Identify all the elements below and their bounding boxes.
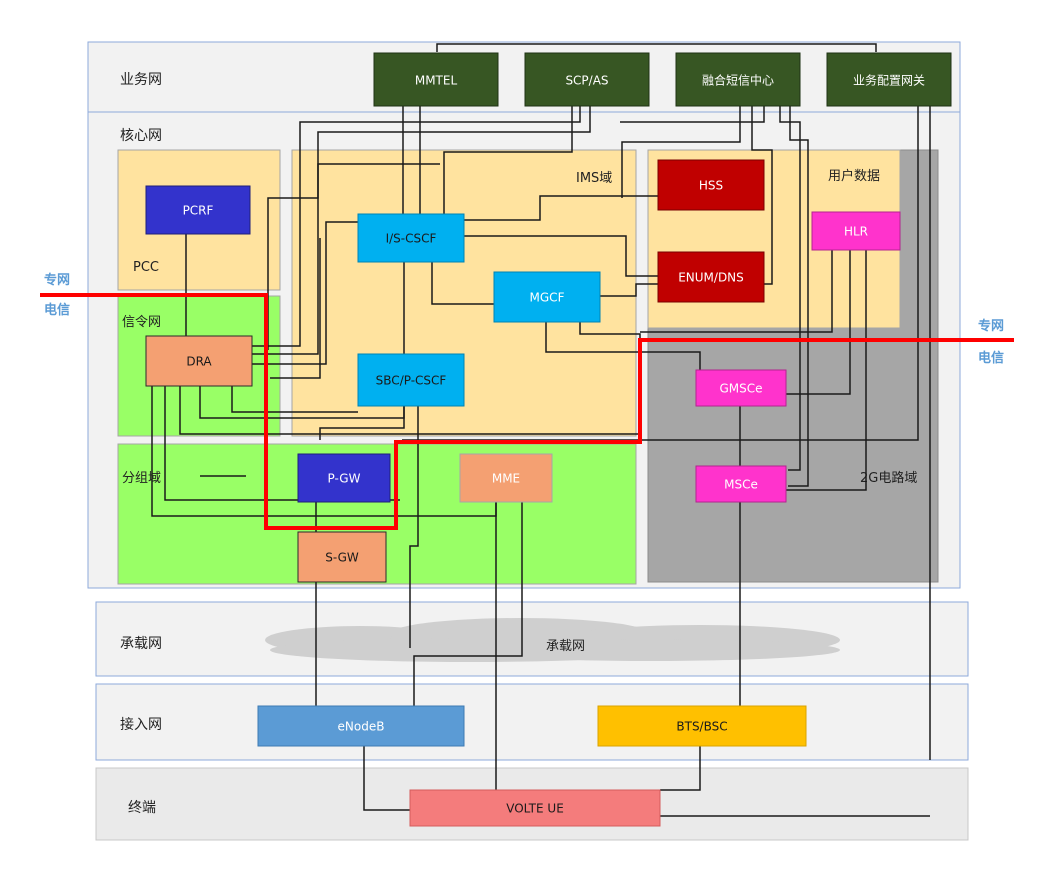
terminal-layer-label: 终端	[128, 800, 156, 816]
msce-label: MSCe	[724, 478, 758, 492]
pgw-label: P-GW	[328, 472, 361, 486]
sgw-label: S-GW	[325, 551, 359, 565]
access-layer-band	[95, 683, 969, 761]
enodeb-node[interactable]: eNodeB	[257, 705, 465, 747]
service-layer-label: 业务网	[120, 72, 162, 88]
mme-label: MME	[492, 472, 520, 486]
dra-label: DRA	[186, 355, 212, 369]
gmsce-node[interactable]: GMSCe	[695, 369, 787, 407]
mgcf-label: MGCF	[530, 291, 565, 305]
volte-ue-label: VOLTE UE	[506, 802, 564, 816]
bearer-cloud-label: 承载网	[546, 639, 585, 654]
dra-node[interactable]: DRA	[145, 335, 253, 387]
config-gateway-label: 业务配置网关	[853, 73, 925, 88]
cs-2g-zone-label: 2G电路域	[860, 470, 917, 486]
ims-zone-label: IMS域	[576, 171, 612, 186]
pcrf-node[interactable]: PCRF	[145, 185, 251, 235]
left-private-label: 专网	[44, 273, 71, 288]
hss-label: HSS	[699, 179, 723, 193]
access-layer-label: 接入网	[120, 716, 162, 733]
mgcf-node[interactable]: MGCF	[493, 271, 601, 323]
hss-node[interactable]: HSS	[657, 159, 765, 211]
pgw-node[interactable]: P-GW	[297, 453, 391, 503]
volte-ue-node[interactable]: VOLTE UE	[409, 789, 661, 827]
connection-lines	[151, 43, 931, 817]
scp-as-label: SCP/AS	[565, 74, 608, 88]
right-private-label: 专网	[978, 319, 1005, 334]
enum-dns-label: ENUM/DNS	[678, 271, 744, 285]
enodeb-label: eNodeB	[338, 720, 385, 734]
sgw-node[interactable]: S-GW	[297, 531, 387, 583]
userdata-zone-label: 用户数据	[828, 168, 880, 184]
bearer-cloud	[265, 618, 840, 662]
hlr-node[interactable]: HLR	[811, 211, 901, 251]
boundary-line	[40, 293, 1014, 530]
iscscf-node[interactable]: I/S-CSCF	[357, 213, 465, 263]
sms-center-label: 融合短信中心	[702, 73, 774, 88]
enum-dns-node[interactable]: ENUM/DNS	[657, 251, 765, 303]
core-layer-label: 核心网	[120, 128, 162, 144]
scp-as-node[interactable]: SCP/AS	[524, 52, 650, 107]
gmsce-label: GMSCe	[719, 382, 762, 396]
sms-center-node[interactable]: 融合短信中心	[675, 52, 801, 107]
right-telecom-label: 电信	[978, 351, 1005, 366]
bearer-layer-label: 承载网	[120, 636, 162, 652]
packet-zone-label: 分组域	[122, 471, 161, 486]
bts-bsc-label: BTS/BSC	[676, 720, 727, 734]
sbc-pcscf-label: SBC/P-CSCF	[376, 374, 447, 388]
mme-node[interactable]: MME	[459, 453, 553, 503]
service-layer-band	[87, 41, 961, 113]
bts-bsc-node[interactable]: BTS/BSC	[597, 705, 807, 747]
config-gateway-node[interactable]: 业务配置网关	[826, 52, 952, 107]
sbc-pcscf-node[interactable]: SBC/P-CSCF	[357, 353, 465, 407]
msce-node[interactable]: MSCe	[695, 465, 787, 503]
left-telecom-label: 电信	[44, 303, 71, 318]
iscscf-label: I/S-CSCF	[386, 232, 437, 246]
mmtel-node[interactable]: MMTEL	[373, 52, 499, 107]
mmtel-label: MMTEL	[415, 74, 458, 88]
pcc-zone-label: PCC	[133, 260, 159, 275]
hlr-label: HLR	[844, 225, 868, 239]
signaling-zone-label: 信令网	[122, 315, 161, 330]
pcrf-label: PCRF	[183, 204, 214, 218]
